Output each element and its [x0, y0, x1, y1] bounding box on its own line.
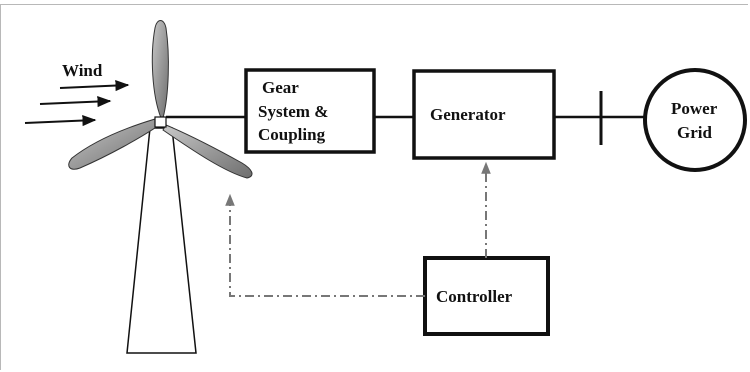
- turbine-rotor: [68, 20, 253, 179]
- grid-label-line2: Grid: [677, 123, 712, 142]
- blade-right: [162, 124, 253, 179]
- blade-left: [68, 118, 159, 170]
- wind-arrows: [24, 79, 130, 127]
- grid-label-line1: Power: [671, 99, 718, 118]
- turbine-tower: [126, 127, 197, 354]
- wind-label: Wind: [62, 61, 103, 80]
- power-grid-circle: [643, 68, 747, 172]
- generator-label: Generator: [430, 105, 506, 124]
- wind-arrow-3: [24, 114, 97, 127]
- controller-label: Controller: [436, 287, 513, 306]
- gear-label-line1: Gear: [262, 78, 299, 97]
- gear-label-line2: System &: [258, 102, 328, 121]
- diagram-frame: [0, 4, 748, 370]
- turbine-hub: [154, 116, 167, 128]
- gear-box: [244, 68, 376, 154]
- gear-label-line3: Coupling: [258, 125, 326, 144]
- wind-arrow-1: [59, 79, 130, 92]
- controller-to-turbine-signal: [225, 193, 425, 297]
- generator-box: [412, 69, 556, 160]
- wind-arrow-2: [39, 95, 112, 108]
- blade-top: [151, 20, 169, 119]
